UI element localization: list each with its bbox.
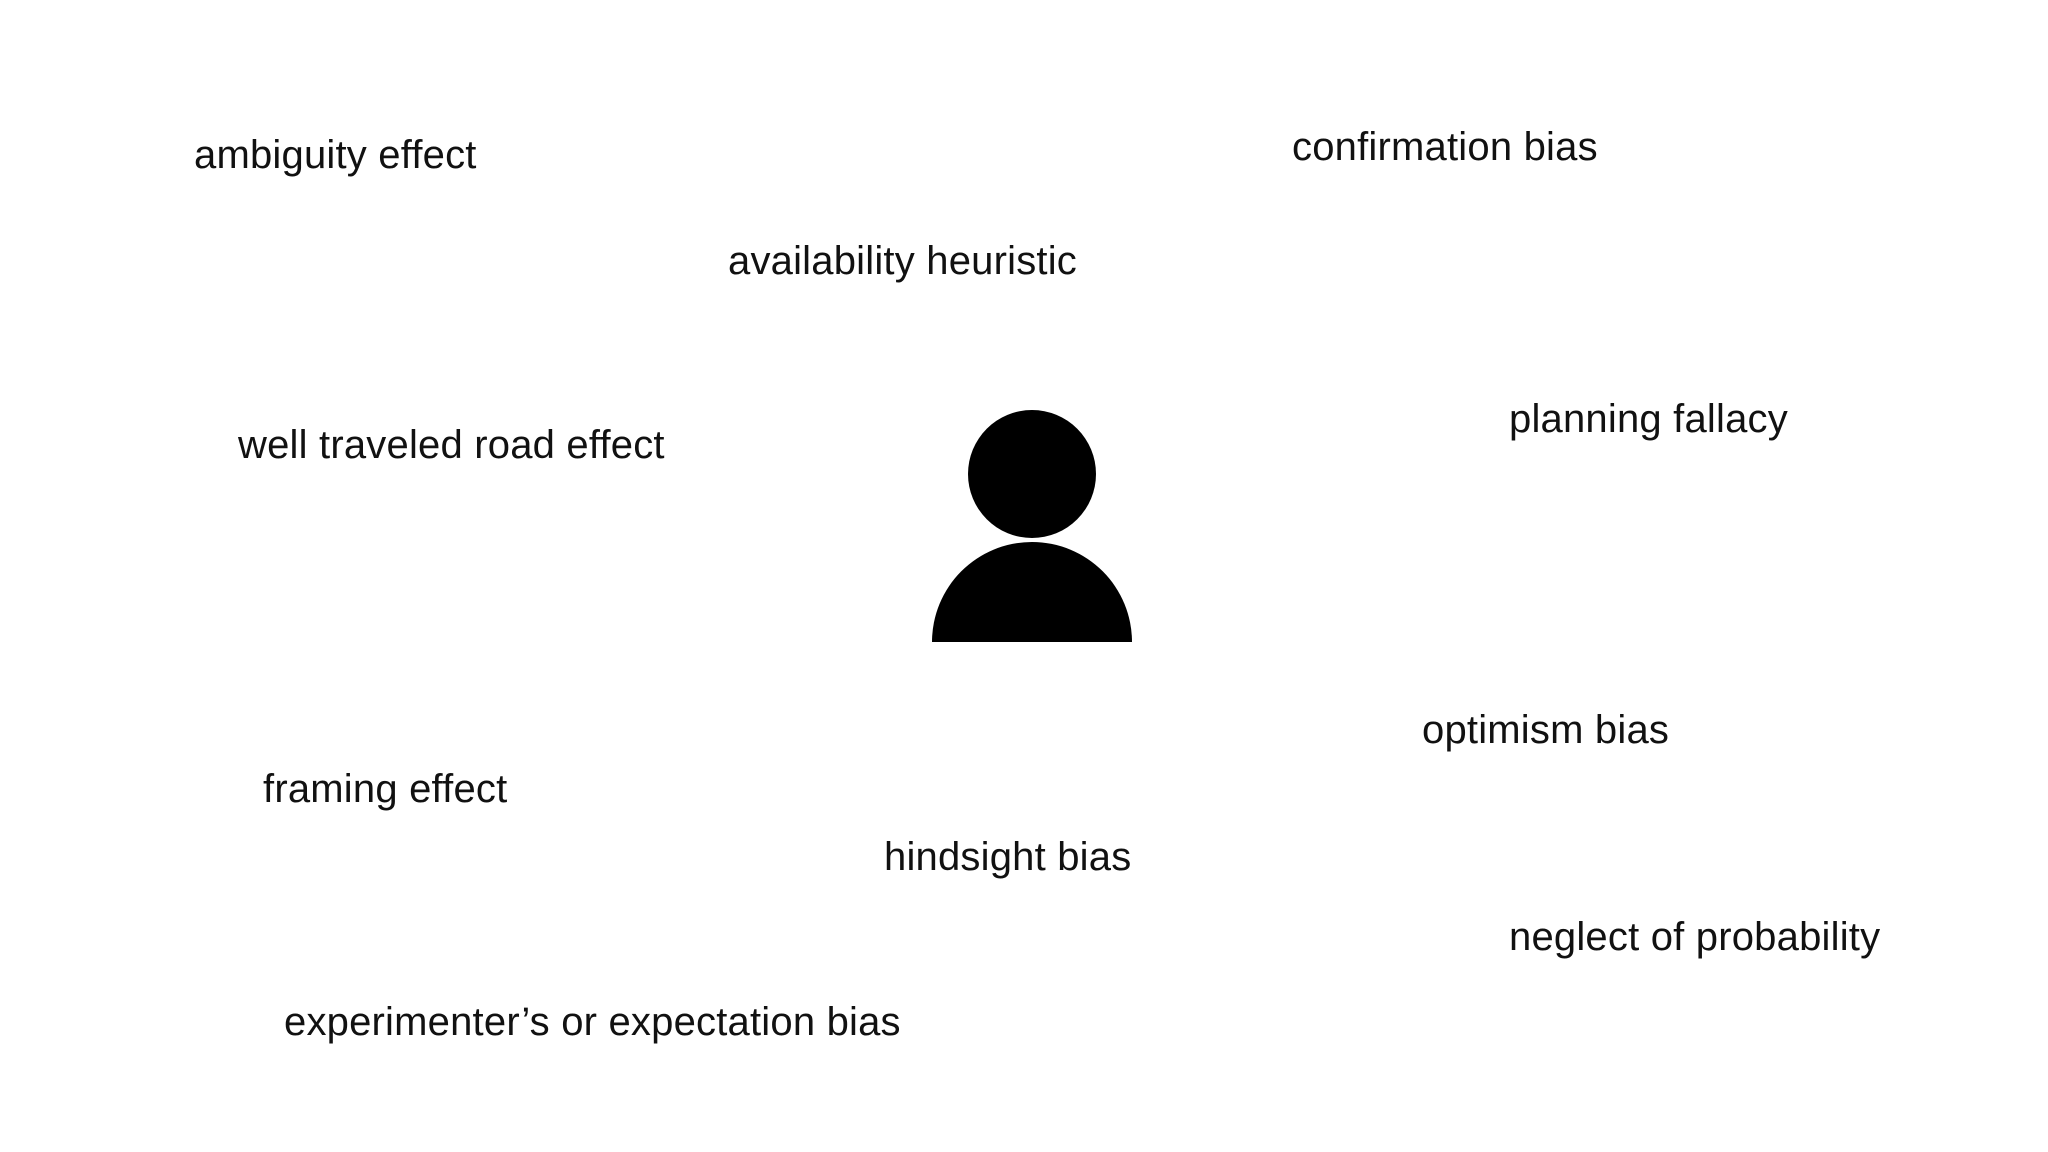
term-framing-effect: framing effect xyxy=(263,767,508,811)
person-head xyxy=(968,410,1096,538)
term-hindsight-bias: hindsight bias xyxy=(884,835,1132,879)
term-neglect-of-probability: neglect of probability xyxy=(1509,915,1881,959)
term-availability-heuristic: availability heuristic xyxy=(728,239,1077,283)
term-planning-fallacy: planning fallacy xyxy=(1509,397,1788,441)
term-experimenters-or-expectation-bias: experimenter’s or expectation bias xyxy=(284,1000,901,1044)
person-icon xyxy=(932,410,1132,642)
person-body xyxy=(932,542,1132,642)
term-confirmation-bias: confirmation bias xyxy=(1292,125,1598,169)
term-ambiguity-effect: ambiguity effect xyxy=(194,133,477,177)
term-well-traveled-road-effect: well traveled road effect xyxy=(238,423,665,467)
term-optimism-bias: optimism bias xyxy=(1422,708,1670,752)
